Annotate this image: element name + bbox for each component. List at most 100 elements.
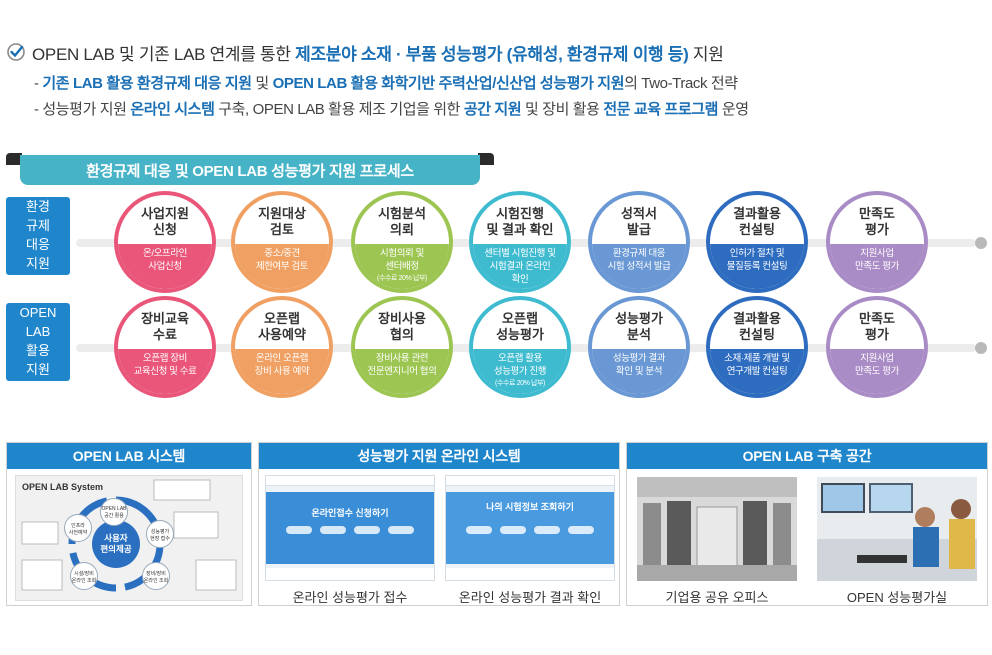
process-step-desc-text: 온라인 오픈랩 장비 사용 예약 xyxy=(254,352,310,377)
screenshot-online-apply: 온라인접수 신청하기 xyxy=(265,475,435,581)
process-step-title: 결과활용 컨설팅 xyxy=(733,205,781,238)
shot-footer xyxy=(446,568,614,580)
process-step-desc: 인허가 절차 및 물질등록 컨설팅 xyxy=(710,243,804,289)
process-step-title: 성적서 발급 xyxy=(621,205,657,238)
process-step-desc: 시험의뢰 및 센터배정 (수수료 20% 납부) xyxy=(355,243,449,289)
system-node-3: 장비/장비 온라인 조회 xyxy=(142,562,170,590)
system-node-1: OPEN LAB 공간 활용 xyxy=(100,498,128,526)
caption-performance-lab: OPEN 성능평가실 xyxy=(846,590,948,605)
process-step-desc: 장비사용 관련 전문엔지니어 협의 xyxy=(355,348,449,394)
process-step-desc-text: 온/오프라인 사업신청 xyxy=(143,247,187,272)
system-center-label: 사용자 편의제공 xyxy=(100,533,132,555)
process-step-title: 결과활용 컨설팅 xyxy=(733,310,781,343)
process-step-desc-text: 소재·제품 개발 및 연구개발 컨설팅 xyxy=(724,352,790,377)
process-step-desc-text: 오픈랩 활용 성능평가 진행 xyxy=(493,352,547,377)
process-step-desc: 환경규제 대응 시험 성적서 발급 xyxy=(592,243,686,289)
ribbon-tab-left xyxy=(6,153,22,165)
system-diagram-title: OPEN LAB System xyxy=(22,482,104,492)
system-diagram: OPEN LAB System 사용자 편의제공 OPEN LAB 공간 활용 … xyxy=(15,475,243,601)
shared-office-photo xyxy=(637,477,797,581)
system-node-4: 시설/장비 온라인 조회 xyxy=(70,562,98,590)
row-label-openlab: OPEN LAB 활용 지원 xyxy=(6,303,70,381)
system-cycle-graphic xyxy=(21,479,237,592)
shot-banner-title: 나의 시험정보 조회하기 xyxy=(486,502,574,512)
process-step-desc: 온/오프라인 사업신청 xyxy=(118,243,212,289)
process-step-title: 시험진행 및 결과 확인 xyxy=(486,205,554,238)
process-step-title: 오픈랩 성능평가 xyxy=(496,310,544,343)
openlab-space-box: OPEN LAB 구축 공간 기업용 공유 오피스 OPEN xyxy=(626,442,988,606)
row-label-environment: 환경 규제 대응 지원 xyxy=(6,197,70,275)
process-step-desc: 성능평가 결과 확인 및 분석 xyxy=(592,348,686,394)
online-system-box: 성능평가 지원 온라인 시스템 온라인접수 신청하기 나의 시험정보 조회하기 … xyxy=(258,442,620,606)
process-step-desc-text: 오픈랩 장비 교육신청 및 수료 xyxy=(133,352,197,377)
performance-lab-photo xyxy=(817,477,977,581)
process-step-desc-text: 지원사업 만족도 평가 xyxy=(855,352,899,377)
process-step-desc: 오픈랩 활용 성능평가 진행 (수수료 20% 납부) xyxy=(473,348,567,394)
process-step-title: 만족도 평가 xyxy=(859,310,895,343)
headline: OPEN LAB 및 기존 LAB 연계를 통한 제조분야 소재 · 부품 성능… xyxy=(6,38,724,66)
process-step-desc-text: 센터별 시험진행 및 시험결과 온라인 확인 xyxy=(484,247,556,285)
shot-buttons xyxy=(466,526,594,534)
process-step-title: 오픈랩 사용예약 xyxy=(258,310,306,343)
track-end-dot-1 xyxy=(975,237,987,249)
process-step-desc: 오픈랩 장비 교육신청 및 수료 xyxy=(118,348,212,394)
process-step-desc: 지원사업 만족도 평가 xyxy=(830,348,924,394)
system-node-2: 성능평가 현장 접수 xyxy=(146,520,174,548)
process-step-title: 사업지원 신청 xyxy=(141,205,189,238)
process-step-title: 장비사용 협의 xyxy=(378,310,426,343)
process-step-note: (수수료 20% 납부) xyxy=(377,274,427,282)
check-circle-icon xyxy=(7,43,25,61)
shot-buttons xyxy=(286,526,414,534)
process-title: 환경규제 대응 및 OPEN LAB 성능평가 지원 프로세스 xyxy=(20,155,480,185)
caption-shared-office: 기업용 공유 오피스 xyxy=(665,590,769,605)
process-step-desc-text: 성능평가 결과 확인 및 분석 xyxy=(612,352,666,377)
process-step-title: 시험분석 의뢰 xyxy=(378,205,426,238)
shot-nav xyxy=(446,476,614,486)
process-step-note: (수수료 20% 납부) xyxy=(495,379,545,387)
track-end-dot-2 xyxy=(975,342,987,354)
openlab-system-box: OPEN LAB 시스템 OPEN LAB System 사용자 편의제공 OP… xyxy=(6,442,252,606)
sub-point-2: - 성능평가 지원 온라인 시스템 구축, OPEN LAB 활용 제조 기업을… xyxy=(34,101,749,118)
process-step-desc-text: 인허가 절차 및 물질등록 컨설팅 xyxy=(726,247,788,272)
process-panel: 환경규제 대응 및 OPEN LAB 성능평가 지원 프로세스 환경 규제 대응… xyxy=(6,153,987,400)
shot-footer xyxy=(266,568,434,580)
headline-text: OPEN LAB 및 기존 LAB 연계를 통한 제조분야 소재 · 부품 성능… xyxy=(32,44,724,64)
system-node-5: 인프라 사전예약 xyxy=(64,514,92,542)
process-step-desc-text: 환경규제 대응 시험 성적서 발급 xyxy=(607,247,671,272)
process-step-desc: 온라인 오픈랩 장비 사용 예약 xyxy=(235,348,329,394)
process-step-desc: 센터별 시험진행 및 시험결과 온라인 확인 xyxy=(473,243,567,289)
process-step-title: 만족도 평가 xyxy=(859,205,895,238)
process-step-desc: 중소/중견 제한여부 검토 xyxy=(235,243,329,289)
screenshot-online-result: 나의 시험정보 조회하기 xyxy=(445,475,615,581)
process-step-desc-text: 시험의뢰 및 센터배정 xyxy=(380,247,424,272)
caption-online-apply: 온라인 성능평가 접수 xyxy=(292,590,408,605)
ribbon-tab-right xyxy=(478,153,494,165)
shot-banner-title: 온라인접수 신청하기 xyxy=(311,508,389,518)
process-step-desc-text: 지원사업 만족도 평가 xyxy=(855,247,899,272)
online-system-title: 성능평가 지원 온라인 시스템 xyxy=(259,443,619,469)
process-step-title: 성능평가 분석 xyxy=(615,310,663,343)
openlab-system-title: OPEN LAB 시스템 xyxy=(7,443,251,469)
process-step-desc: 소재·제품 개발 및 연구개발 컨설팅 xyxy=(710,348,804,394)
caption-online-result: 온라인 성능평가 결과 확인 xyxy=(458,590,602,605)
sub-point-1: - 기존 LAB 활용 환경규제 대응 지원 및 OPEN LAB 활용 화학기… xyxy=(34,75,738,92)
process-step-title: 장비교육 수료 xyxy=(141,310,189,343)
process-step-desc-text: 중소/중견 제한여부 검토 xyxy=(255,247,309,272)
shot-nav xyxy=(266,476,434,486)
process-step-desc-text: 장비사용 관련 전문엔지니어 협의 xyxy=(367,352,437,377)
openlab-space-title: OPEN LAB 구축 공간 xyxy=(627,443,987,469)
process-step-title: 지원대상 검토 xyxy=(258,205,306,238)
